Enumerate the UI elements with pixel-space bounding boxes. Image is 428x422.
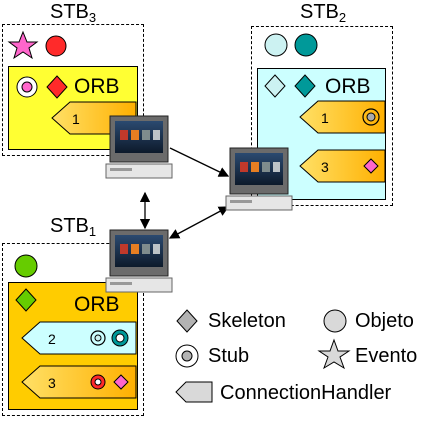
- link-stb1-stb2: [168, 206, 230, 239]
- stb2-connection-handler-3: [299, 149, 386, 183]
- stb1-node-tv-icon: [105, 229, 173, 293]
- stb3-skeleton-diamond-icon: [46, 75, 68, 99]
- stb3-title-text: STB: [50, 1, 89, 23]
- stb2-title-text: STB: [300, 1, 339, 23]
- stb1-connection-handler-3: [21, 365, 137, 399]
- stb2-container: [251, 26, 393, 206]
- stb3-orb-label: ORB: [74, 75, 120, 98]
- stb3-object-circle-icon: [45, 35, 67, 57]
- stb1-object-green-icon: [14, 254, 38, 278]
- legend-stub-inner-circle-icon: [181, 350, 193, 362]
- stb2-object-teal-icon: [294, 33, 318, 57]
- legend-skeleton-diamond-icon: [176, 309, 198, 333]
- stb2-title: STB2: [300, 2, 346, 28]
- stb3-title: STB3: [50, 2, 96, 28]
- stb3-event-star-icon: [7, 30, 39, 60]
- stb1-handler3-skeleton-icon: [113, 374, 129, 390]
- stb2-connection-handler-1: [299, 100, 386, 134]
- legend-objeto-label: Objeto: [355, 310, 414, 332]
- stb2-handler1-stub-icon: [362, 108, 380, 126]
- stb2-handler1-stub-inner-icon: [366, 112, 376, 122]
- stb1-handler-2-number: 2: [48, 331, 56, 347]
- stb3-handler-1-number: 1: [72, 111, 80, 127]
- legend-evento-star-icon: [317, 338, 351, 370]
- stb1-skeleton-green-icon: [15, 288, 37, 312]
- stb1-title-text: STB: [50, 215, 89, 237]
- stb3-node-tv-icon: [105, 115, 173, 179]
- stb2-handler3-skeleton-icon: [363, 158, 379, 174]
- stb2-skeleton-lightcyan-icon: [264, 74, 286, 98]
- legend-objeto-circle-icon: [323, 309, 347, 333]
- link-stb3-stb2: [169, 147, 230, 177]
- stb2-node-tv-icon: [225, 147, 293, 211]
- legend-connection-handler-icon: [175, 381, 213, 403]
- stb1-handler2-stub-inner-icon: [94, 334, 102, 342]
- stb2-skeleton-teal-icon: [294, 74, 316, 98]
- stb3-stub-inner-icon: [21, 81, 33, 93]
- legend-stub-label: Stub: [208, 345, 250, 367]
- stb2-handler-1-number: 1: [321, 110, 329, 126]
- stb1-container: [2, 243, 144, 416]
- stb1-handler-3-number: 3: [48, 375, 56, 391]
- stb1-handler2-stub-icon: [90, 330, 106, 346]
- legend-evento-label: Evento: [355, 345, 418, 367]
- stb3-title-sub: 3: [88, 10, 97, 25]
- legend-connection-handler-label: ConnectionHandler: [220, 382, 392, 404]
- stb1-title-sub: 1: [88, 224, 97, 239]
- legend-skeleton-label: Skeleton: [208, 310, 286, 332]
- stb2-title-sub: 2: [338, 10, 347, 25]
- stb1-connection-handler-2: [21, 321, 137, 355]
- stb2-orb-label: ORB: [325, 75, 371, 98]
- stb1-handler3-stub-inner-icon: [94, 378, 102, 386]
- stb3-container: [2, 24, 144, 156]
- stb1-orb-label: ORB: [74, 293, 120, 316]
- stb1-title: STB1: [50, 216, 96, 242]
- stb1-handler2-teal-stub-inner-icon: [115, 333, 125, 343]
- stb2-handler-3-number: 3: [321, 159, 329, 175]
- stb2-object-lightcyan-icon: [264, 33, 288, 57]
